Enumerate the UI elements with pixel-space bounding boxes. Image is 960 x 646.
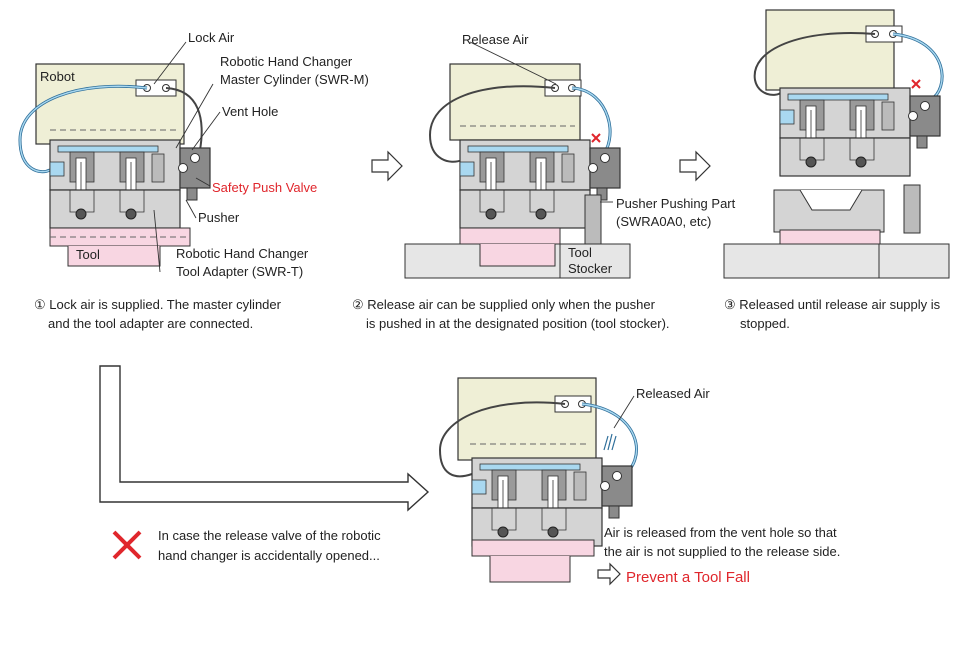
tool-stocker-right bbox=[559, 243, 631, 279]
step-3-panel bbox=[723, 9, 950, 279]
label-robot: Robot bbox=[40, 69, 75, 84]
label-tool: Tool bbox=[76, 247, 100, 262]
label-adapter-1: Robotic Hand Changer bbox=[176, 246, 309, 261]
label-lock-air: Lock Air bbox=[188, 30, 235, 45]
label-pusher-part-2: (SWRA0A0, etc) bbox=[616, 214, 711, 229]
caption-prevent-tool-fall: Prevent a Tool Fall bbox=[626, 569, 750, 586]
step-2-panel bbox=[404, 63, 631, 279]
caption-result-line2: the air is not supplied to the release s… bbox=[604, 544, 840, 559]
warning-x-icon bbox=[112, 530, 142, 560]
step-4-panel bbox=[438, 377, 638, 583]
caption-warning-line2: hand changer is accidentally opened... bbox=[158, 548, 380, 563]
caption-step1-line2: and the tool adapter are connected. bbox=[48, 316, 253, 331]
robot-block-2 bbox=[449, 63, 581, 141]
arrow-to-step4 bbox=[99, 365, 430, 512]
step-1-panel bbox=[18, 63, 211, 267]
leader-lines bbox=[153, 41, 635, 429]
hand-changer-3 bbox=[779, 87, 941, 177]
blocked-mark-2 bbox=[591, 133, 601, 143]
caption-step2-line1: ② Release air can be supplied only when … bbox=[352, 297, 656, 312]
caption-warning-line1: In case the release valve of the robotic bbox=[158, 528, 381, 543]
hand-changer-1 bbox=[49, 139, 211, 229]
label-release-air: Release Air bbox=[462, 32, 529, 47]
label-adapter-2: Tool Adapter (SWR-T) bbox=[176, 264, 303, 279]
caption-result-line1: Air is released from the vent hole so th… bbox=[604, 525, 837, 540]
caption-step2-line2: is pushed in at the designated position … bbox=[366, 316, 670, 331]
label-released-air: Released Air bbox=[636, 386, 710, 401]
result-arrow-icon bbox=[597, 562, 621, 586]
caption-step3-line1: ③ Released until release air supply is bbox=[724, 297, 941, 312]
label-stocker-2: Stocker bbox=[568, 261, 613, 276]
label-stocker-1: Tool bbox=[568, 245, 592, 260]
caption-step1-line1: ① Lock air is supplied. The master cylin… bbox=[34, 297, 282, 312]
label-master-cylinder-2: Master Cylinder (SWR-M) bbox=[220, 72, 369, 87]
caption-step3-line2: stopped. bbox=[740, 316, 790, 331]
label-safety-push-valve: Safety Push Valve bbox=[212, 180, 317, 195]
pusher-pushing-part bbox=[584, 194, 602, 246]
label-pusher: Pusher bbox=[198, 210, 240, 225]
blocked-mark-3 bbox=[911, 79, 921, 89]
label-vent-hole: Vent Hole bbox=[222, 104, 278, 119]
label-pusher-part-1: Pusher Pushing Part bbox=[616, 196, 736, 211]
arrow-step1-to-step2 bbox=[371, 150, 403, 182]
arrow-step2-to-step3 bbox=[679, 150, 711, 182]
released-air-mark bbox=[603, 433, 617, 451]
label-master-cylinder-1: Robotic Hand Changer bbox=[220, 54, 353, 69]
